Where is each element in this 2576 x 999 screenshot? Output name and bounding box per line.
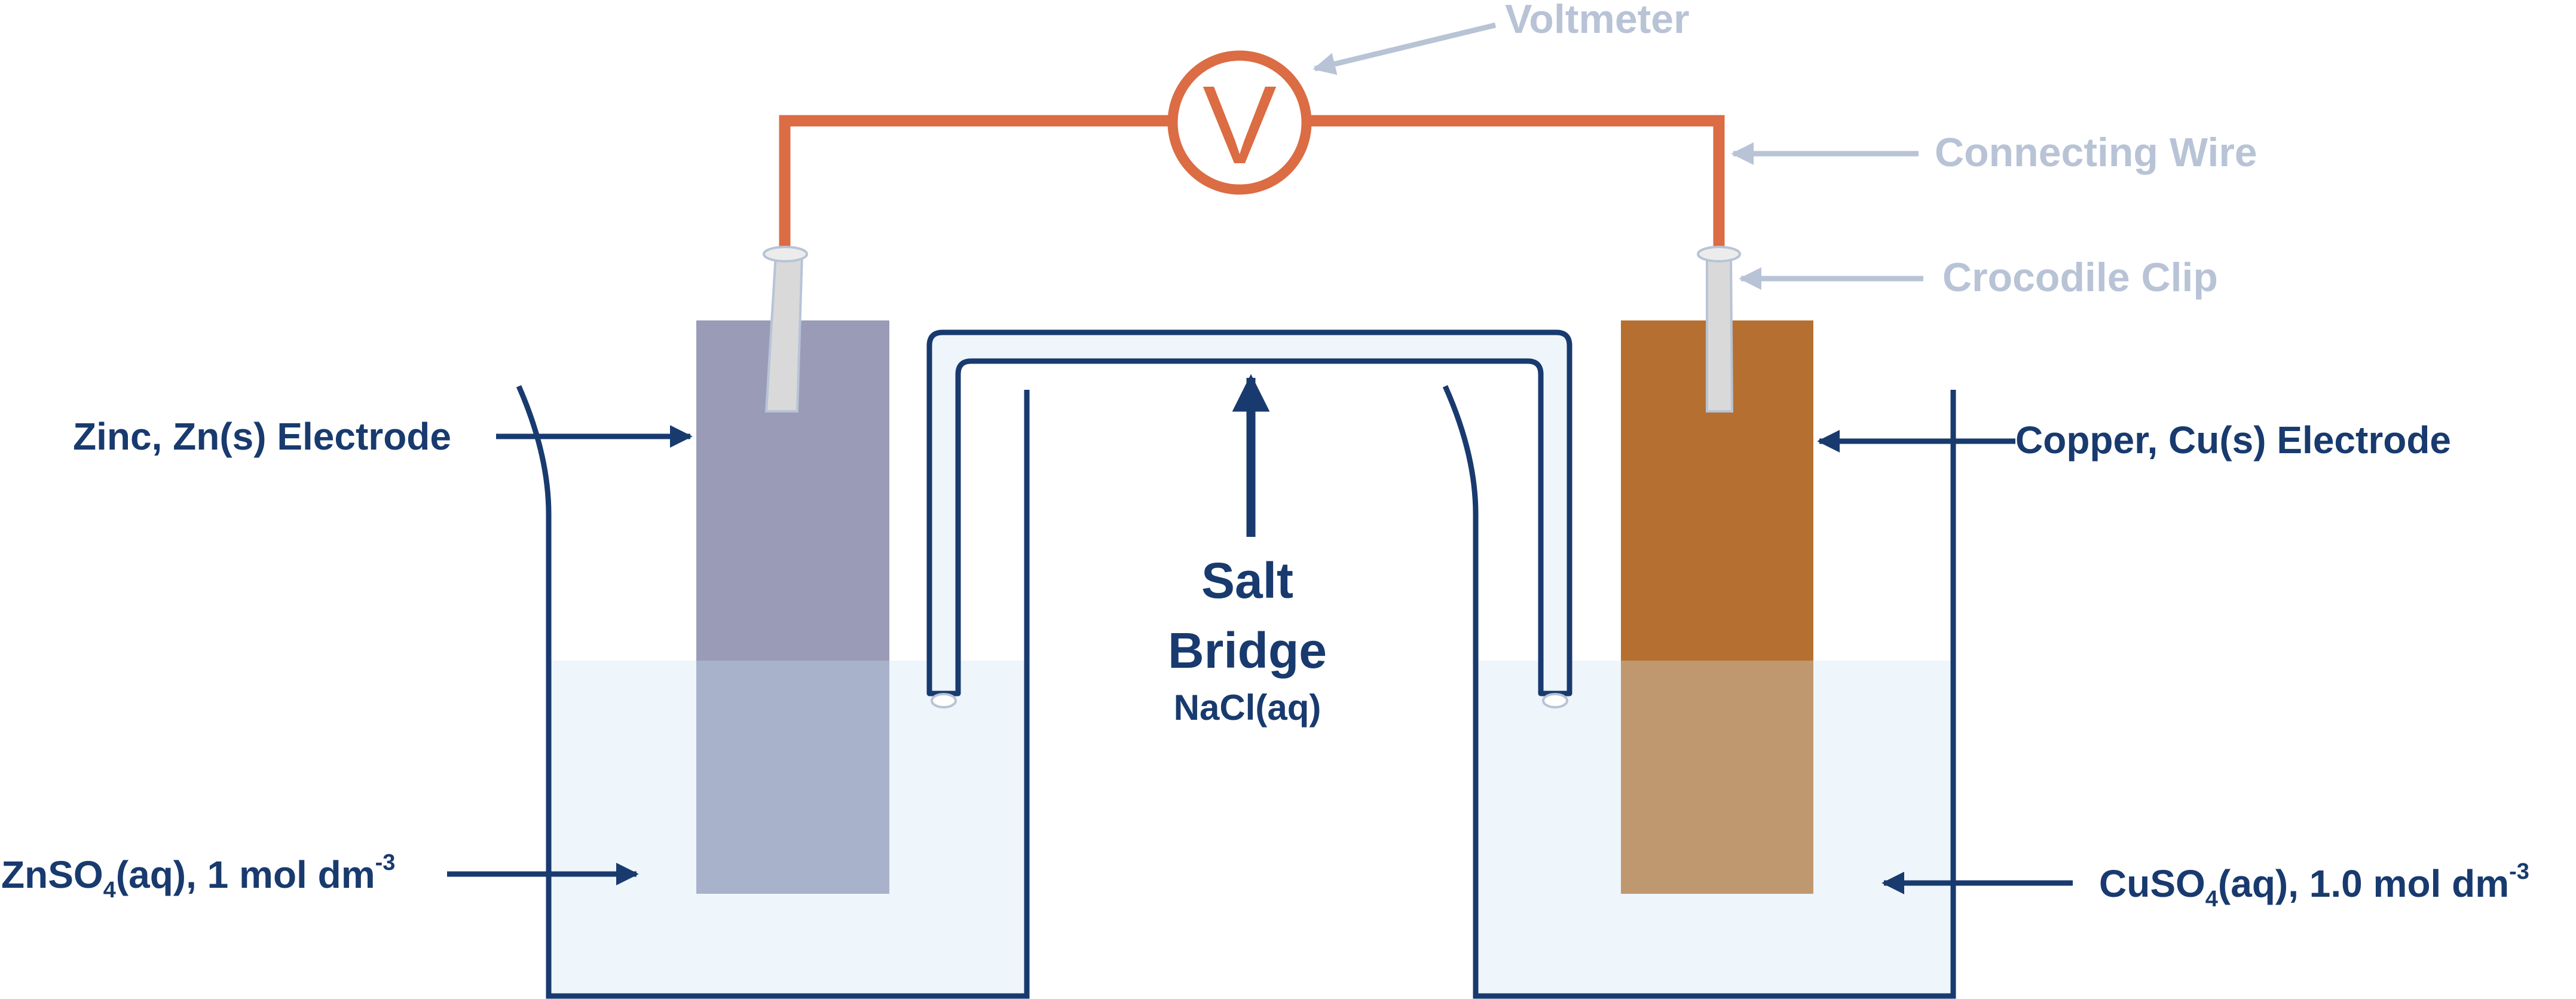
voltmeter-label: Voltmeter (1505, 0, 1690, 42)
voltmeter: V (1167, 50, 1312, 195)
cuso4-label-mid: (aq), 1.0 mol dm (2218, 862, 2509, 905)
zinc-electrode-label: Zinc, Zn(s) Electrode (73, 415, 451, 458)
salt-bridge (926, 329, 1572, 708)
connecting-wire-label: Connecting Wire (1935, 130, 2257, 175)
copper-electrode-label: Copper, Cu(s) Electrode (2015, 418, 2451, 462)
salt-bridge-label-line1: Salt (1201, 552, 1293, 609)
znso4-label-sub: 4 (103, 878, 116, 903)
voltmeter-arrow (1313, 22, 1497, 75)
znso4-label-mid: (aq), 1 mol dm (116, 853, 375, 896)
left-beaker (516, 385, 1030, 999)
salt-bridge-sublabel: NaCl(aq) (1174, 688, 1321, 728)
crocodile-clip-right (1697, 246, 1741, 413)
cuso4-label: CuSO4(aq), 1.0 mol dm-3 (2099, 859, 2529, 912)
cuso4-label-sup: -3 (2509, 859, 2529, 884)
zinc-electrode (696, 320, 889, 894)
cuso4-label-sub: 4 (2205, 887, 2218, 912)
crocodile-clip-left (763, 246, 808, 413)
crocodile-clip-label: Crocodile Clip (1942, 255, 2218, 300)
znso4-label: ZnSO4(aq), 1 mol dm-3 (1, 850, 395, 903)
znso4-label-sup: -3 (375, 850, 396, 875)
znso4-label-pre: ZnSO (1, 853, 103, 896)
voltmeter-symbol: V (1203, 63, 1277, 187)
cuso4-label-pre: CuSO (2099, 862, 2205, 905)
right-beaker (1442, 385, 1956, 999)
connecting-wire (779, 115, 1725, 248)
salt-bridge-label-line2: Bridge (1168, 622, 1327, 679)
